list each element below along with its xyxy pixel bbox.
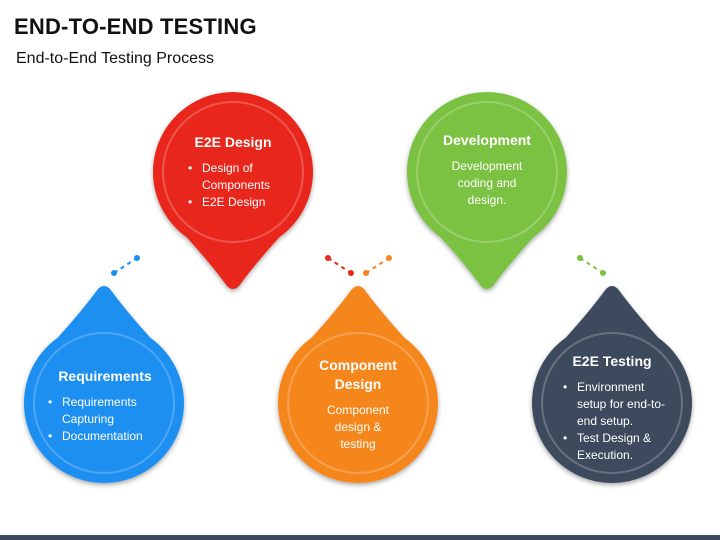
connector-development-e2e-testing [577,255,606,276]
footer-bar [0,535,720,540]
node-requirements-text: Requirements Requirements Capturing Docu… [30,367,180,445]
connector-requirements-e2e-design [111,255,140,276]
list-item: Design of Components [188,160,308,194]
node-e2e-testing-text: E2E Testing Environment setup for end-to… [537,352,687,464]
node-development-text: Development Development coding and desig… [412,131,562,209]
node-development-heading: Development [443,132,531,148]
connector-component-design-development [363,255,392,276]
page-subtitle: End-to-End Testing Process [16,50,215,67]
list-item: Test Design & Execution. [563,430,667,464]
node-e2e-testing-list: Environment setup for end-to-end setup. … [537,379,687,464]
list-item: Environment setup for end-to-end setup. [563,379,667,430]
list-item: E2E Design [188,194,308,211]
node-requirements-heading: Requirements [58,368,152,384]
list-item: Documentation [48,428,180,445]
node-e2e-design-list: Design of Components E2E Design [158,160,308,211]
node-e2e-design-text: E2E Design Design of Components E2E Desi… [158,133,308,211]
node-development-body: Development coding and design. [451,159,523,207]
connector-e2e-design-component-design [325,255,354,276]
node-development [406,91,567,290]
node-component-design [278,286,439,484]
node-e2e-testing-heading: E2E Testing [572,353,652,369]
node-e2e-design-heading: E2E Design [194,134,272,150]
node-component-design-body: Component design & testing [326,403,390,451]
node-component-design-heading: Component Design [319,357,397,392]
node-component-design-text: Component Design Component design & test… [283,356,433,453]
node-requirements-list: Requirements Capturing Documentation [30,394,180,445]
page-title: END-TO-END TESTING [14,14,257,39]
list-item: Requirements Capturing [48,394,180,428]
